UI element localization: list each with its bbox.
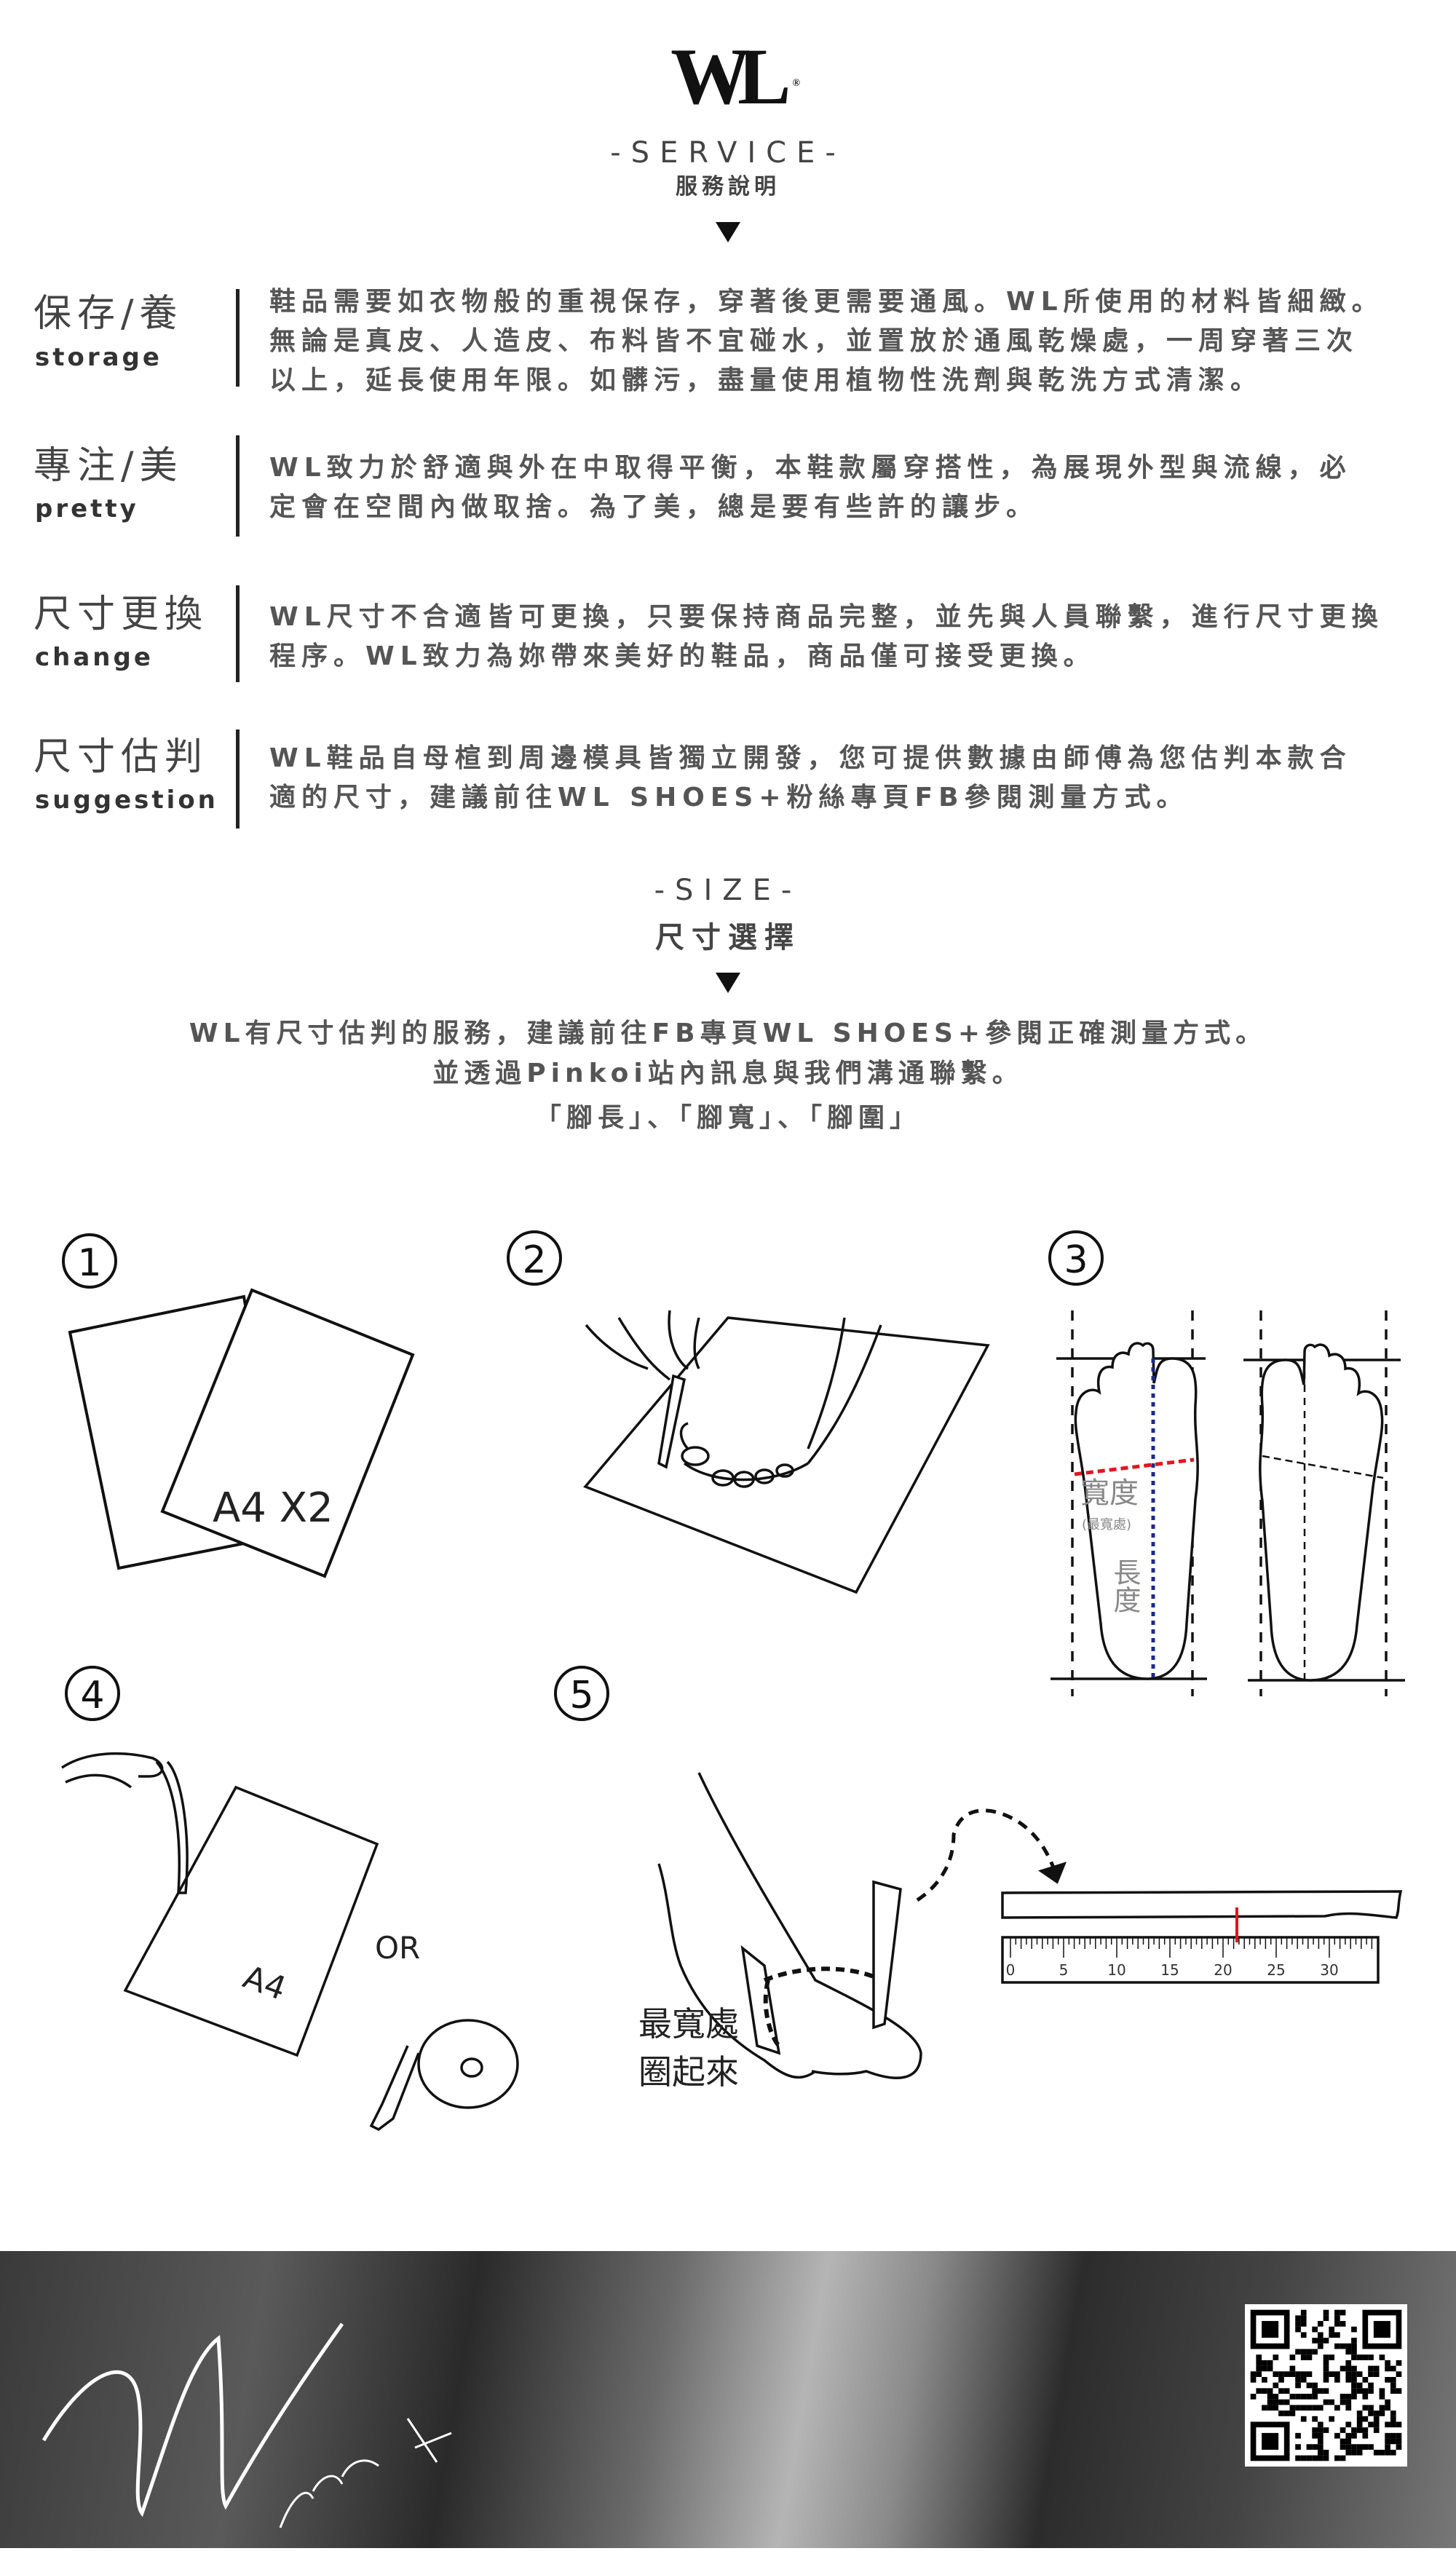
or-label: OR [375,1930,420,1966]
item-label-cn: 尺寸更換 [33,593,209,636]
tape-measure-icon [369,2019,519,2132]
service-title: -SERVICE- [610,136,846,170]
width-label: 寬度 [1080,1476,1139,1510]
width-line [1074,1458,1195,1476]
foot-outline-right [1243,1310,1405,1696]
svg-text:5: 5 [569,1674,593,1717]
paper-strip [1001,1890,1403,1919]
size-title: -SIZE- [654,874,802,907]
foot-wrap-illustration: 最寬處 圈起來 0 5 10 15 20 25 30 [638,1772,1403,2092]
foot-tracing-illustration [583,1310,990,1594]
svg-text:3: 3 [1064,1238,1088,1282]
divider [236,289,240,387]
footer-photo-banner [0,2251,1456,2548]
step-number-1: 1 [62,1233,117,1289]
length-label: 長度 [1109,1558,1141,1613]
step-number-4: 4 [65,1666,120,1721]
width-note: (最寬處) [1082,1517,1131,1532]
ruler-tick-label: 15 [1160,1961,1179,1979]
a4x2-label: A4 X2 [213,1484,333,1532]
ruler-tick-label: 0 [1006,1961,1016,1979]
ruler-tick-label: 5 [1059,1961,1069,1979]
size-line: 「腳長」、「腳寬」、「腳圍」 [534,1103,921,1133]
item-label-en: suggestion [35,786,218,815]
service-subtitle: 服務說明 [676,174,780,199]
divider [236,435,240,537]
item-label-cn: 尺寸估判 [33,735,209,779]
item-text: WL鞋品自母楦到周邊模具皆獨立開發，您可提供數據由師傅為您估判本款合適的尺寸，建… [269,743,1352,812]
item-label-en: change [35,643,154,672]
foot-outline-left: 寬度 (最寬處) 長度 [1051,1310,1207,1696]
ruler-tick-label: 10 [1107,1961,1125,1979]
step-number-2: 2 [507,1230,562,1286]
brand-signature-logo [41,2322,452,2528]
ruler-tick-label: 25 [1267,1961,1285,1979]
svg-text:2: 2 [522,1238,546,1282]
ruler-tick-label: 30 [1320,1961,1338,1979]
paper-wrap-illustration: A4 OR [61,1752,519,2132]
qr-code-icon[interactable] [1245,2304,1407,2467]
svg-text:1: 1 [77,1241,101,1285]
a4-papers-illustration: A4 X2 [68,1288,415,1578]
triangle-down-icon [716,973,740,993]
svg-text:4: 4 [80,1674,104,1717]
step-number-5: 5 [554,1666,609,1721]
item-label-en: pretty [35,494,139,523]
item-text: 鞋品需要如衣物般的重視保存，穿著後更需要通風。WL所使用的材料皆細緻。無論是真皮… [269,287,1384,395]
step-number-3: 3 [1048,1230,1104,1286]
size-line: 並透過Pinkoi站內訊息與我們溝通聯繫。 [432,1059,1024,1088]
divider [236,585,240,682]
item-label-cn: 專注/美 [33,444,183,488]
triangle-down-icon [716,222,740,242]
ruler [1001,1936,1380,1984]
step5-caption-line: 圈起來 [638,2052,739,2092]
divider [236,729,240,828]
measurement-illustrations: 1 2 3 4 5 A4 X2 寬度 (最寬處) 長度 [61,1230,1405,2132]
ruler-tick-label: 20 [1214,1961,1232,1979]
item-label-cn: 保存/養 [33,292,183,336]
size-subtitle: 尺寸選擇 [655,921,801,954]
item-text: WL致力於舒適與外在中取得平衡，本鞋款屬穿搭性，為展現外型與流線，必定會在空間內… [269,453,1352,522]
item-text: WL尺寸不合適皆可更換，只要保持商品完整，並先與人員聯繫，進行尺寸更換程序。WL… [269,602,1384,671]
size-line: WL有尺寸估判的服務，建議前往FB專頁WL SHOES+參閱正確測量方式。 [189,1019,1267,1048]
item-label-en: storage [35,343,162,372]
step5-caption-line: 最寬處 [638,2004,739,2044]
brand-logo: WL® [670,32,800,121]
